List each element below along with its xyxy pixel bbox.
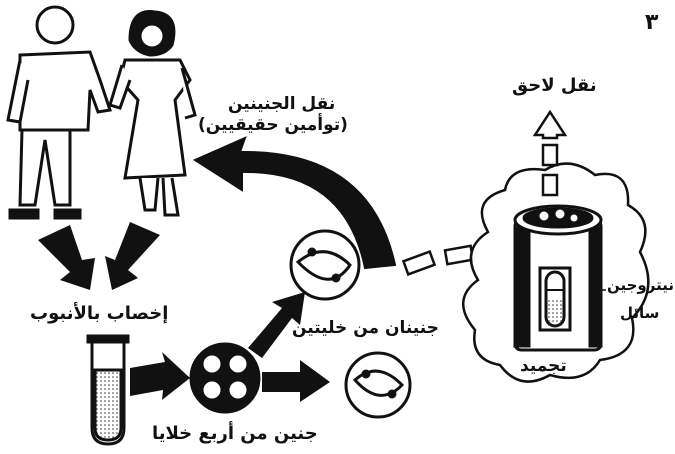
label-liquid-nitrogen: نيتروجين [607,276,674,294]
two-cell-embryo-lower [346,353,410,417]
label-later-transfer: نقل لاحق [512,75,597,96]
arrows-to-ivf [38,222,160,290]
label-liquid: سائل [620,304,659,322]
label-freezing: تجميد [520,356,567,376]
two-cell-embryo-upper [291,231,359,299]
label-embryo-transfer-twins: (توأمين حقيقيين) [198,115,348,135]
figure-number: ٣ [645,10,658,35]
arrow-tube-to-embryo [130,352,190,400]
arrow-to-lower-embryo [262,360,330,402]
nitrogen-canister [515,206,601,350]
four-cell-embryo [191,344,259,412]
label-two-cell-embryos: جنينان من خليتين [292,318,439,338]
label-four-cell-embryo: جنين من أربع خلايا [152,423,318,444]
woman-figure [110,12,195,215]
label-ivf: إخصاب بالأنبوب [30,303,168,324]
man-figure [8,7,110,218]
label-embryo-transfer: نقل الجنينين [228,94,335,114]
test-tube [88,336,128,444]
